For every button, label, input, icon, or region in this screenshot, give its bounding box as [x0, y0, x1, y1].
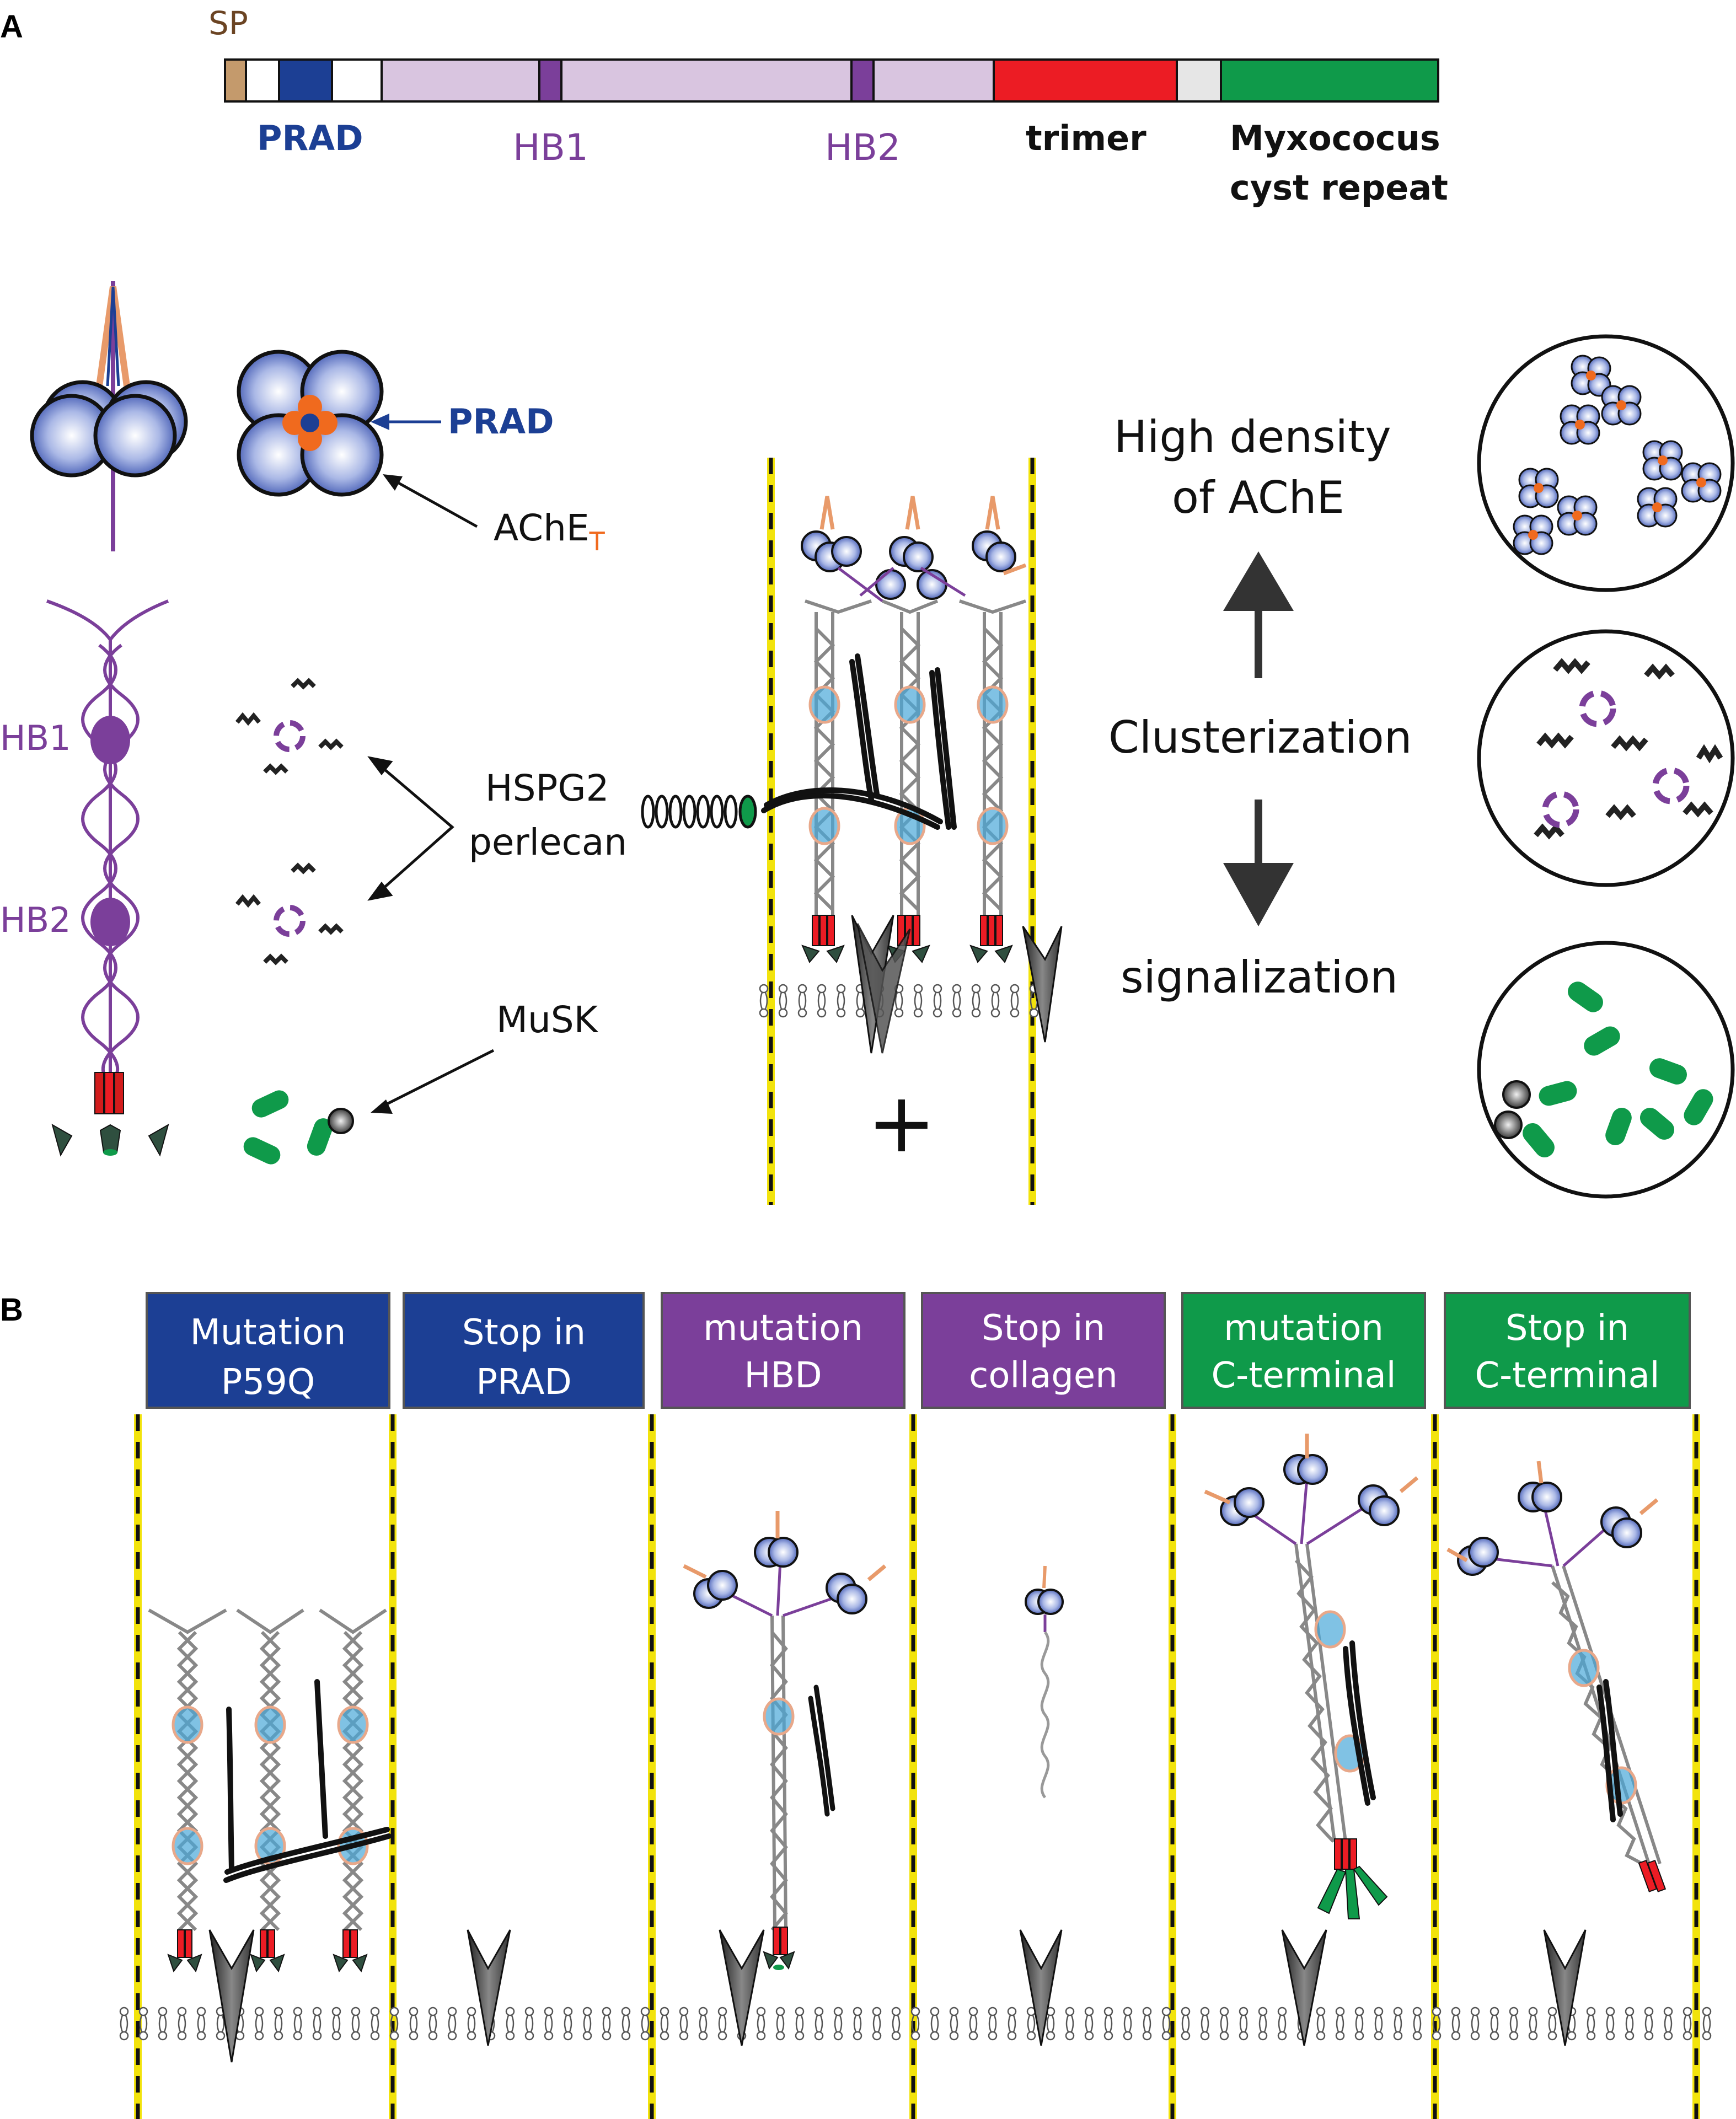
- header-5-line1: mutation: [1224, 1308, 1384, 1349]
- hb2-segment: [850, 58, 875, 103]
- prad-arrow: [371, 414, 441, 430]
- header-3-line1: mutation: [703, 1308, 863, 1349]
- myxo-segment: [1220, 58, 1439, 103]
- signalization-label: signalization: [1121, 952, 1398, 1003]
- hb2-domain-label: HB2: [825, 126, 901, 169]
- prad-segment: [278, 58, 333, 103]
- myxo-label-line1: Myxococus: [1230, 118, 1440, 158]
- prad-domain-label: PRAD: [257, 118, 363, 158]
- high-density-line1: High density: [1114, 411, 1391, 463]
- b3-colq-structure: [683, 1511, 887, 1970]
- ache-text: AChE: [494, 507, 590, 549]
- header-mutation-hbd: mutation HBD: [661, 1292, 905, 1409]
- perlecan-cluster-circle: [1477, 629, 1735, 887]
- musk-receptor-cones-b: [208, 1929, 1587, 2063]
- perlecan-arrows: [367, 756, 454, 901]
- header-1-line1: Mutation: [190, 1312, 346, 1353]
- header-5-line2: C-terminal: [1211, 1355, 1396, 1396]
- hb1-segment: [538, 58, 562, 103]
- ache-subscript: T: [589, 527, 606, 556]
- panel-b-letter: B: [0, 1292, 23, 1328]
- ache-cluster-circle: [1477, 334, 1735, 592]
- clusterization-label: Clusterization: [1108, 712, 1412, 763]
- b5-colq-structure: [1204, 1434, 1419, 1919]
- perlecan-domain-coil: [641, 795, 757, 829]
- header-6-line1: Stop in: [1505, 1308, 1629, 1349]
- trimer-segment: [993, 58, 1178, 103]
- b1-colq-structure: [148, 1608, 392, 1973]
- panel-a-letter: A: [0, 9, 23, 45]
- panel-b-boundaries: [134, 1414, 1700, 2119]
- ache-tetramer-top-icon: [237, 350, 384, 497]
- header-1-line2: P59Q: [221, 1362, 315, 1403]
- header-6-line2: C-terminal: [1475, 1355, 1659, 1396]
- domain-bar: [224, 58, 1439, 103]
- b4-truncated-colq: [1025, 1565, 1064, 1799]
- ache-label: AChET: [494, 507, 606, 556]
- header-stop-in-prad: Stop in PRAD: [403, 1292, 645, 1409]
- header-2-line1: Stop in: [462, 1312, 586, 1353]
- synapse-colq-assembly: [801, 496, 1027, 915]
- hb2-side-label: HB2: [0, 900, 71, 940]
- collagen-segment: [381, 58, 995, 103]
- high-density-line2: of AChE: [1172, 472, 1344, 523]
- perlecan-icon-1: [235, 678, 344, 775]
- ache-arrow: [383, 474, 478, 528]
- colq-helix-icon: [46, 599, 169, 1082]
- hspg2-label: HSPG2: [485, 767, 609, 809]
- musk-icon: [243, 1090, 354, 1165]
- plus-sign: +: [867, 1075, 936, 1171]
- myxo-label-line2: cyst repeat: [1230, 168, 1448, 208]
- header-mutation-p59q: Mutation P59Q: [146, 1292, 390, 1409]
- header-3-line2: HBD: [744, 1355, 822, 1396]
- trimer-domain-label: trimer: [1026, 118, 1146, 158]
- musk-receptor-cones-a: [851, 915, 1063, 1054]
- synapse-trimer-heads: [801, 915, 1013, 963]
- header-stop-in-c-terminal: Stop in C-terminal: [1444, 1292, 1691, 1409]
- perlecan-label: perlecan: [469, 821, 627, 863]
- perlecan-fibers: [761, 653, 957, 830]
- sp-label: SP: [208, 4, 248, 42]
- membrane-a: [759, 984, 1039, 1018]
- musk-arrow: [371, 1049, 495, 1114]
- b6-colq-structure: [1446, 1461, 1667, 1892]
- hb1-domain-label: HB1: [513, 126, 588, 169]
- header-stop-in-collagen: Stop in collagen: [921, 1292, 1166, 1409]
- up-arrow-icon: [1223, 551, 1294, 678]
- hb1-side-label: HB1: [0, 718, 71, 758]
- header-4-line1: Stop in: [982, 1308, 1105, 1349]
- header-2-line2: PRAD: [476, 1362, 572, 1403]
- panel-b-headers: Mutation P59Q Stop in PRAD mutation HBD …: [146, 1292, 1691, 1409]
- header-mutation-c-terminal: mutation C-terminal: [1181, 1292, 1426, 1409]
- sp-segment: [224, 58, 247, 103]
- ache-tetramer-side-icon: [30, 281, 188, 551]
- musk-cluster-circle: [1477, 941, 1735, 1199]
- header-4-line2: collagen: [969, 1355, 1118, 1396]
- perlecan-icon-2: [235, 862, 344, 965]
- down-arrow-icon: [1223, 800, 1294, 926]
- colq-trimer-icon: [51, 1072, 169, 1157]
- prad-pointer-label: PRAD: [448, 401, 554, 442]
- musk-label: MuSK: [496, 999, 599, 1041]
